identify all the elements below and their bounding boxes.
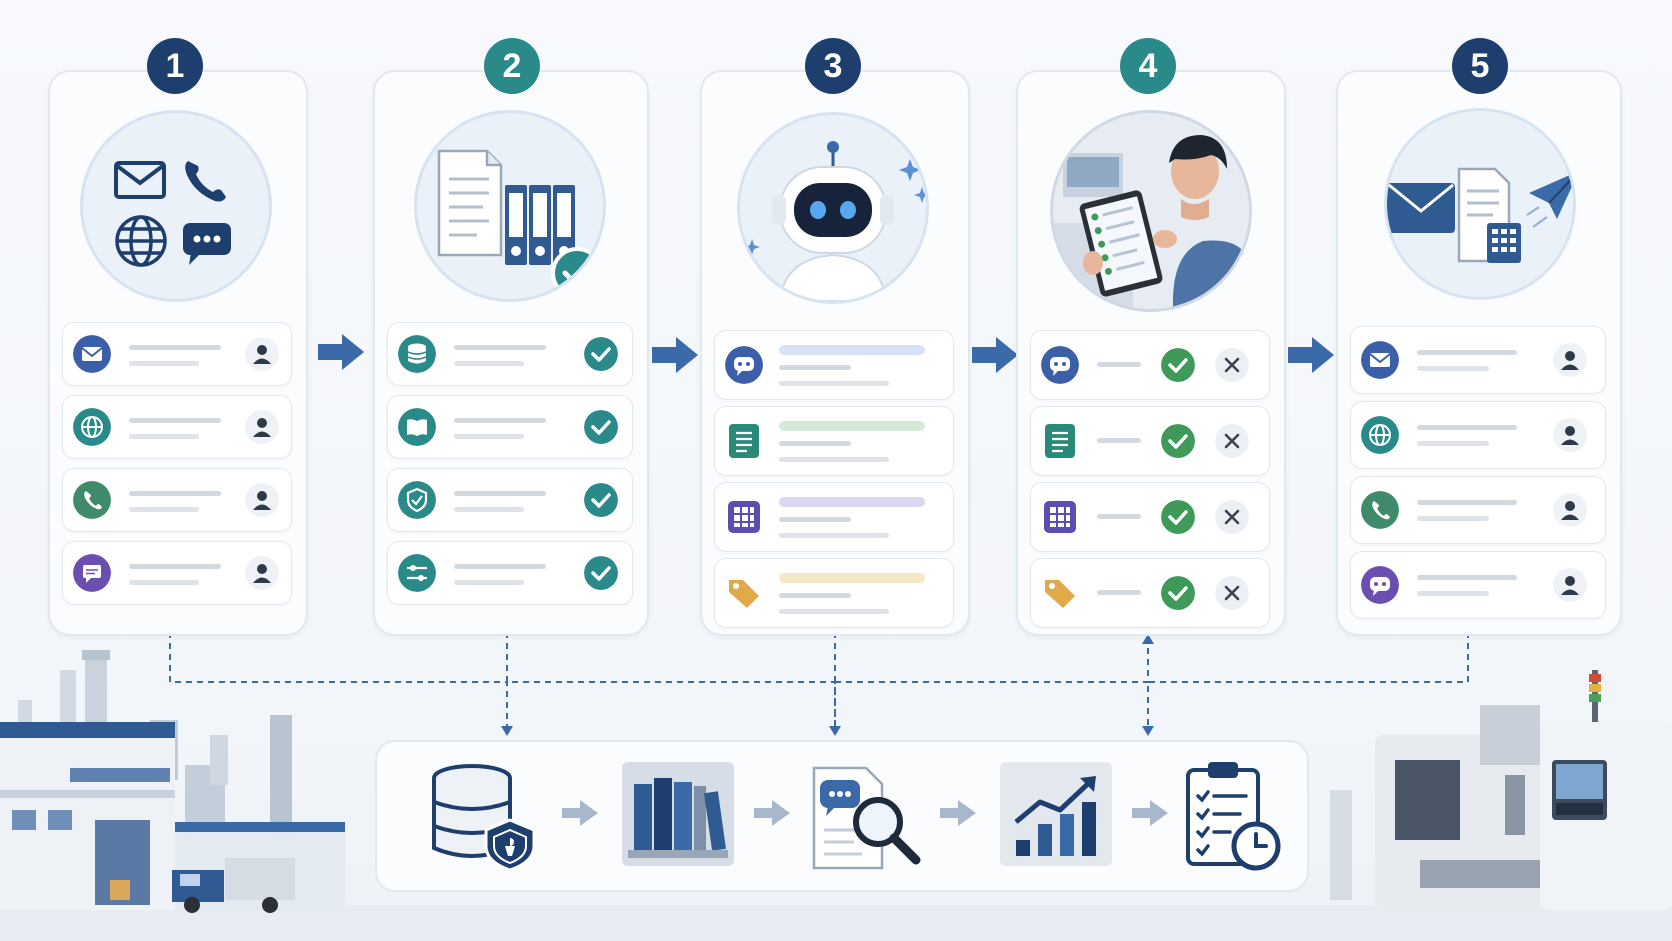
approve-check-icon[interactable] <box>1161 500 1195 534</box>
user-icon <box>245 556 279 590</box>
chat-bubble-icon <box>1361 566 1399 604</box>
check-icon <box>584 556 618 590</box>
user-icon <box>1553 493 1587 527</box>
email-icon <box>114 161 166 199</box>
tag-icon <box>729 580 759 608</box>
document-search-icon <box>812 766 921 870</box>
reject-x-icon[interactable] <box>1215 500 1249 534</box>
reject-x-icon[interactable] <box>1215 424 1249 458</box>
chat-icon <box>183 223 231 265</box>
list-item[interactable] <box>1350 326 1606 394</box>
approve-check-icon[interactable] <box>1161 348 1195 382</box>
list-item[interactable] <box>1350 476 1606 544</box>
step-number-badge: 4 <box>1120 38 1176 94</box>
shield-icon <box>398 481 436 519</box>
pipeline-arrow-icon <box>1132 800 1168 826</box>
envelope-icon <box>1387 183 1455 233</box>
user-icon <box>1553 418 1587 452</box>
flow-arrow-icon <box>318 334 364 370</box>
step-number-badge: 3 <box>805 38 861 94</box>
list-item[interactable] <box>62 541 292 605</box>
factory-illustration <box>0 650 345 913</box>
secure-database-icon <box>432 764 536 870</box>
check-icon <box>584 337 618 371</box>
list-item[interactable] <box>387 322 633 386</box>
user-icon <box>1553 343 1587 377</box>
step-number-badge: 1 <box>147 38 203 94</box>
paper-plane-icon <box>1526 173 1573 228</box>
knowledge-hero <box>414 110 606 302</box>
reject-x-icon[interactable] <box>1215 576 1249 610</box>
bar-chart-icon <box>1000 762 1112 866</box>
list-doc-icon <box>1045 424 1075 458</box>
globe-icon <box>1361 416 1399 454</box>
grid-icon <box>728 501 760 533</box>
robot-icon <box>772 141 894 301</box>
list-item[interactable] <box>387 395 633 459</box>
pipeline-arrow-icon <box>754 800 790 826</box>
list-item[interactable] <box>1350 401 1606 469</box>
list-item[interactable] <box>1030 482 1270 552</box>
checklist-clock-icon <box>1186 762 1281 871</box>
flow-arrow-icon <box>1288 337 1334 373</box>
approve-check-icon[interactable] <box>1161 424 1195 458</box>
list-item[interactable] <box>62 322 292 386</box>
user-icon <box>245 337 279 371</box>
binders-icon <box>505 185 575 265</box>
cnc-machine-illustration <box>1330 670 1672 910</box>
user-icon <box>245 410 279 444</box>
ai-assistant-hero <box>737 112 929 304</box>
list-item[interactable] <box>714 330 954 400</box>
list-doc-icon <box>729 424 759 458</box>
pipeline-arrow-icon <box>562 800 598 826</box>
grid-icon <box>1044 501 1076 533</box>
globe-icon <box>73 408 111 446</box>
tag-icon <box>1045 580 1075 608</box>
list-item[interactable] <box>1350 551 1606 619</box>
reject-x-icon[interactable] <box>1215 348 1249 382</box>
list-item[interactable] <box>1030 330 1270 400</box>
user-icon <box>245 483 279 517</box>
list-item[interactable] <box>62 395 292 459</box>
step-number-badge: 2 <box>484 38 540 94</box>
message-icon <box>73 554 111 592</box>
phone-icon <box>73 481 111 519</box>
binders-icon <box>622 762 734 866</box>
list-item[interactable] <box>62 468 292 532</box>
sparkle-icon <box>744 159 926 255</box>
globe-icon <box>115 215 167 267</box>
list-item[interactable] <box>1030 406 1270 476</box>
human-review-photo <box>1050 110 1252 312</box>
dashed-connectors <box>169 632 1469 728</box>
document-icon <box>437 149 503 257</box>
step-number-badge: 5 <box>1452 38 1508 94</box>
chat-bubble-icon <box>1041 346 1079 384</box>
database-icon <box>398 335 436 373</box>
check-icon <box>584 410 618 444</box>
phone-icon <box>1361 491 1399 529</box>
email-icon <box>73 335 111 373</box>
list-item[interactable] <box>714 406 954 476</box>
pipeline-arrow-icon <box>940 800 976 826</box>
phone-icon <box>185 161 226 202</box>
sliders-icon <box>398 554 436 592</box>
chat-bubble-icon <box>725 346 763 384</box>
list-item[interactable] <box>387 541 633 605</box>
list-item[interactable] <box>714 482 954 552</box>
flow-arrow-icon <box>972 337 1018 373</box>
check-icon <box>584 483 618 517</box>
book-icon <box>398 408 436 446</box>
approve-check-icon[interactable] <box>1161 576 1195 610</box>
user-icon <box>1553 568 1587 602</box>
flow-arrow-icon <box>652 337 698 373</box>
response-dispatch-hero <box>1384 108 1576 300</box>
list-item[interactable] <box>714 558 954 628</box>
list-item[interactable] <box>387 468 633 532</box>
channels-hero <box>80 110 272 302</box>
list-item[interactable] <box>1030 558 1270 628</box>
calculator-icon <box>1487 223 1521 263</box>
email-icon <box>1361 341 1399 379</box>
